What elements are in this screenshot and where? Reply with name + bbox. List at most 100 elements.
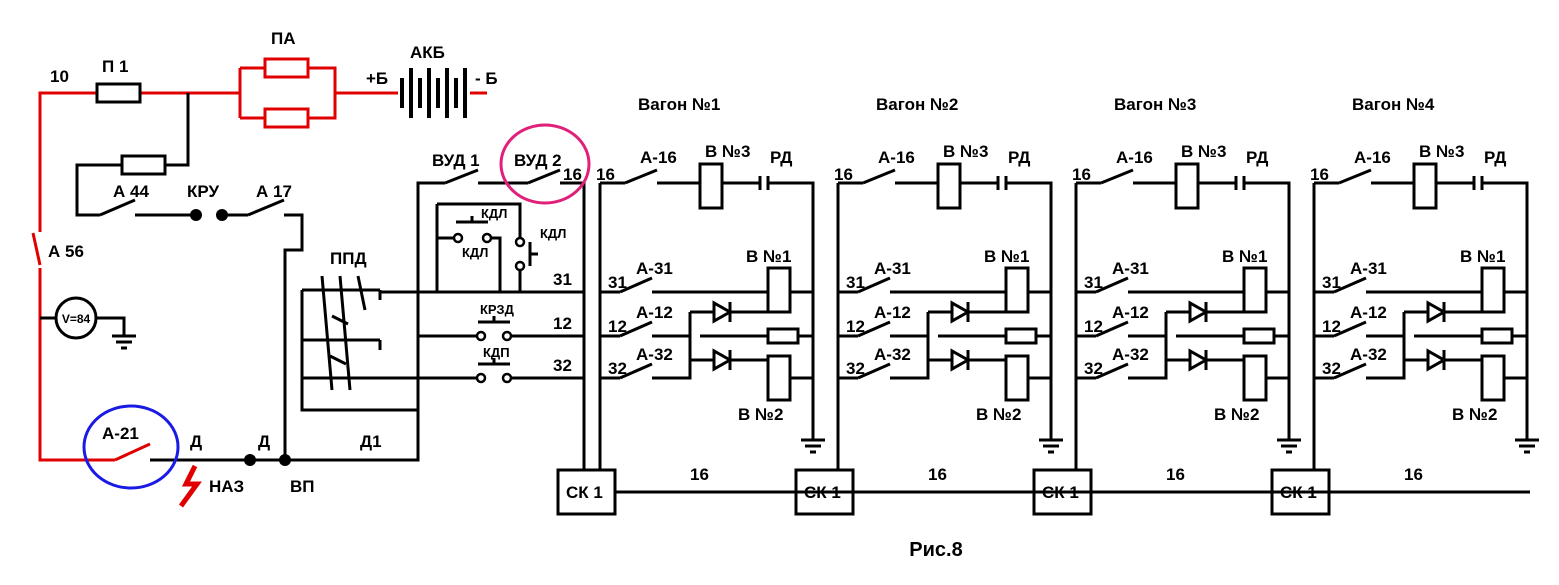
label-vp: ВП — [290, 477, 315, 496]
label-p1: П 1 — [102, 57, 128, 76]
label-w31: 31 — [846, 273, 865, 292]
label-bus16: 16 — [928, 465, 947, 484]
label-a31: А-31 — [636, 259, 673, 278]
label-w16: 16 — [596, 165, 615, 184]
label-v3: В №3 — [1181, 142, 1226, 161]
label-a12: А-12 — [874, 303, 911, 322]
label-w32-left: 32 — [553, 356, 572, 375]
label-a21: А-21 — [102, 424, 139, 443]
label-bus16: 16 — [690, 465, 709, 484]
label-v1: В №1 — [1222, 247, 1267, 266]
coil-v3 — [1174, 162, 1200, 210]
label-naz: НАЗ — [209, 477, 244, 496]
pa-fuse-top — [263, 57, 310, 79]
label-w32: 32 — [1084, 359, 1103, 378]
label-rd: РД — [770, 148, 792, 167]
label-w12: 12 — [1084, 317, 1103, 336]
label-a32: А-32 — [636, 345, 673, 364]
label-w12-left: 12 — [553, 314, 572, 333]
label-w31: 31 — [1322, 273, 1341, 292]
label-a32: А-32 — [874, 345, 911, 364]
label-a32: А-32 — [1112, 345, 1149, 364]
sk1-box — [556, 468, 617, 516]
pa-fuse-bottom — [263, 107, 310, 129]
label-voltmeter: V=84 — [62, 312, 91, 326]
label-pa: ПА — [271, 29, 296, 48]
label-vud2: ВУД 2 — [514, 151, 562, 170]
label-a32: А-32 — [1350, 345, 1387, 364]
label-v1: В №1 — [984, 247, 1029, 266]
label-w31: 31 — [1084, 273, 1103, 292]
label-a31: А-31 — [1112, 259, 1149, 278]
label-a16: А-16 — [878, 148, 915, 167]
label-w32: 32 — [608, 359, 627, 378]
wagon-title: Вагон №3 — [1114, 95, 1196, 114]
label-a12: А-12 — [1350, 303, 1387, 322]
coil-v1 — [1242, 266, 1268, 314]
label-akb: АКБ — [410, 43, 445, 62]
label-w16: 16 — [1310, 165, 1329, 184]
label-a56: А 56 — [48, 242, 84, 261]
coil-v3 — [1412, 162, 1438, 210]
label-a12: А-12 — [1112, 303, 1149, 322]
wagon-title: Вагон №2 — [876, 95, 958, 114]
label-a12: А-12 — [636, 303, 673, 322]
label-w32: 32 — [1322, 359, 1341, 378]
label-v2: В №2 — [738, 405, 783, 424]
label-kru: КРУ — [187, 182, 219, 201]
resistor — [766, 327, 800, 345]
coil-v2 — [1242, 354, 1268, 402]
label-w31: 31 — [608, 273, 627, 292]
label-d-naz: Д — [190, 432, 202, 451]
label-w16: 16 — [1072, 165, 1091, 184]
label-ppd: ППД — [330, 249, 367, 268]
coil-v3 — [698, 162, 724, 210]
coil-v2 — [1004, 354, 1030, 402]
ppd-switch — [320, 275, 367, 391]
left-labels: 10 П 1 ПА АКБ +Б - Б А 44 КРУ А 17 А 56 … — [48, 29, 963, 561]
coil-v1 — [766, 266, 792, 314]
label-sk1: СК 1 — [566, 483, 603, 502]
label-v2: В №2 — [1214, 405, 1259, 424]
a44-fuse — [120, 154, 167, 176]
fault-mark-icon — [178, 464, 202, 508]
resistor — [1242, 327, 1276, 345]
label-w16-left: 16 — [563, 165, 582, 184]
label-a16: А-16 — [1116, 148, 1153, 167]
label-d-vp: Д — [258, 432, 270, 451]
label-kdl-a: КДЛ — [481, 206, 507, 221]
label-w12: 12 — [1322, 317, 1341, 336]
label-a31: А-31 — [1350, 259, 1387, 278]
label-w12: 12 — [608, 317, 627, 336]
coil-v1 — [1480, 266, 1506, 314]
coil-v1 — [1004, 266, 1030, 314]
label-w10: 10 — [50, 67, 69, 86]
label-v2: В №2 — [1452, 405, 1497, 424]
coil-v2 — [766, 354, 792, 402]
label-w12: 12 — [846, 317, 865, 336]
label-a16: А-16 — [640, 148, 677, 167]
label-a16: А-16 — [1354, 148, 1391, 167]
a21-highlight — [82, 404, 180, 490]
label-kdl-c: КДЛ — [540, 226, 566, 241]
wagon-title: Вагон №1 — [638, 95, 720, 114]
label-v3: В №3 — [1419, 142, 1464, 161]
label-w16: 16 — [834, 165, 853, 184]
label-kdl-b: КДЛ — [462, 245, 488, 260]
label-bus16: 16 — [1404, 465, 1423, 484]
label-rd: РД — [1008, 148, 1030, 167]
label-d1: Д1 — [360, 432, 382, 451]
label-rd: РД — [1484, 148, 1506, 167]
label-v1: В №1 — [1460, 247, 1505, 266]
power-circuit — [31, 57, 487, 508]
label-v3: В №3 — [943, 142, 988, 161]
label-krzd: КРЗД — [480, 302, 515, 317]
battery-akb — [400, 68, 467, 118]
label-a31: А-31 — [874, 259, 911, 278]
label-v1: В №1 — [746, 247, 791, 266]
resistor — [1004, 327, 1038, 345]
p1-fuse — [95, 82, 142, 104]
coil-v3 — [936, 162, 962, 210]
